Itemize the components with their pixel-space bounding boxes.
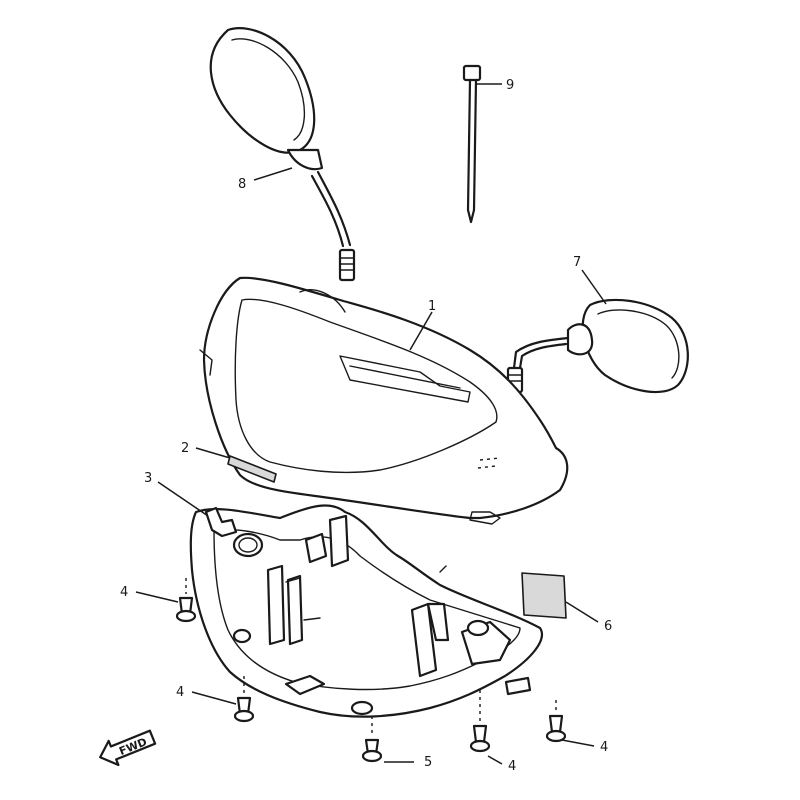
lower-handlebar-cover — [189, 504, 543, 718]
callout-7: 7 — [573, 255, 581, 270]
part-7-right-mirror — [506, 298, 689, 394]
screw-left-lower — [233, 676, 255, 723]
part-1-upper-handlebar-cover — [199, 276, 569, 525]
callout-1: 1 — [428, 299, 436, 314]
callout-4-lower-left: 4 — [176, 685, 184, 700]
part-2-strip — [227, 455, 277, 483]
screw-right — [545, 700, 567, 743]
screw-right-center — [469, 690, 491, 753]
callout-2: 2 — [181, 441, 189, 456]
callout-4-upper-left: 4 — [120, 585, 128, 600]
leader-lines — [135, 83, 607, 765]
callout-4-right: 4 — [600, 740, 608, 755]
callout-3: 3 — [144, 471, 152, 486]
callout-4-bottom: 4 — [508, 759, 516, 774]
callout-5: 5 — [424, 755, 432, 770]
part-6-label-plate — [521, 572, 567, 619]
forward-label: FWD — [117, 735, 149, 758]
screw-left-upper — [175, 578, 197, 623]
part-8-left-mirror — [209, 27, 356, 282]
callout-6: 6 — [604, 619, 612, 634]
part-9-cable-tie — [462, 64, 482, 224]
screw-center — [361, 716, 383, 763]
callout-9: 9 — [506, 78, 514, 93]
callout-8: 8 — [238, 177, 246, 192]
forward-arrow-icon: FWD — [99, 729, 157, 767]
